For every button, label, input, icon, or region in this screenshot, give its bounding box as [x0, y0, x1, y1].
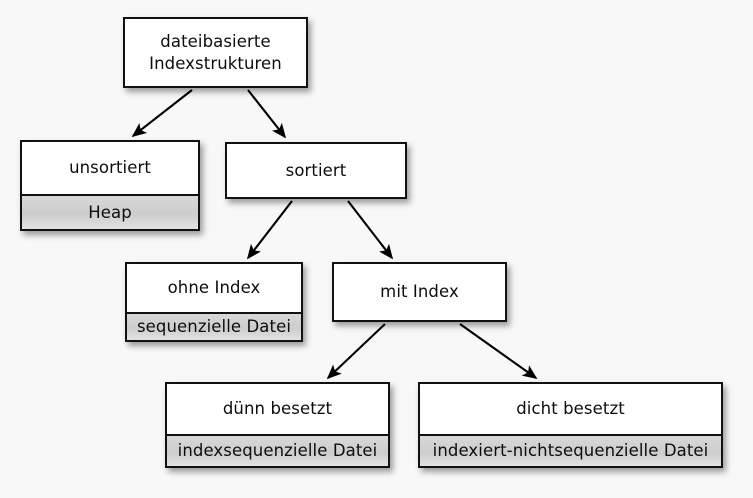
node-unsortiert-label: unsortiert	[22, 142, 198, 194]
node-duenn-besetzt-sublabel: indexsequenzielle Datei	[167, 434, 388, 466]
edge-root-to-sortiert	[247, 89, 287, 139]
node-sortiert-label: sortiert	[227, 144, 405, 197]
node-dicht-besetzt-sublabel: indexiert-nichtsequenzielle Datei	[420, 434, 721, 466]
node-mit-index-label: mit Index	[334, 264, 505, 320]
node-root[interactable]: dateibasierte Indexstrukturen	[123, 17, 308, 88]
node-unsortiert-sublabel: Heap	[22, 194, 198, 229]
node-duenn-besetzt-label: dünn besetzt	[167, 384, 388, 434]
node-mit-index[interactable]: mit Index	[332, 262, 507, 322]
edge-mit-index-to-duenn-besetzt	[326, 323, 386, 380]
node-dicht-besetzt-label: dicht besetzt	[420, 384, 721, 434]
node-ohne-index-sublabel: sequenzielle Datei	[127, 312, 301, 340]
edge-mit-index-to-dicht-besetzt	[459, 323, 538, 379]
node-ohne-index-label: ohne Index	[127, 264, 301, 312]
node-sortiert[interactable]: sortiert	[225, 142, 407, 199]
edge-sortiert-to-ohne-index	[246, 200, 293, 260]
node-root-label: dateibasierte Indexstrukturen	[125, 19, 306, 86]
edge-sortiert-to-mit-index	[347, 200, 394, 260]
edge-root-to-unsortiert	[131, 89, 193, 138]
